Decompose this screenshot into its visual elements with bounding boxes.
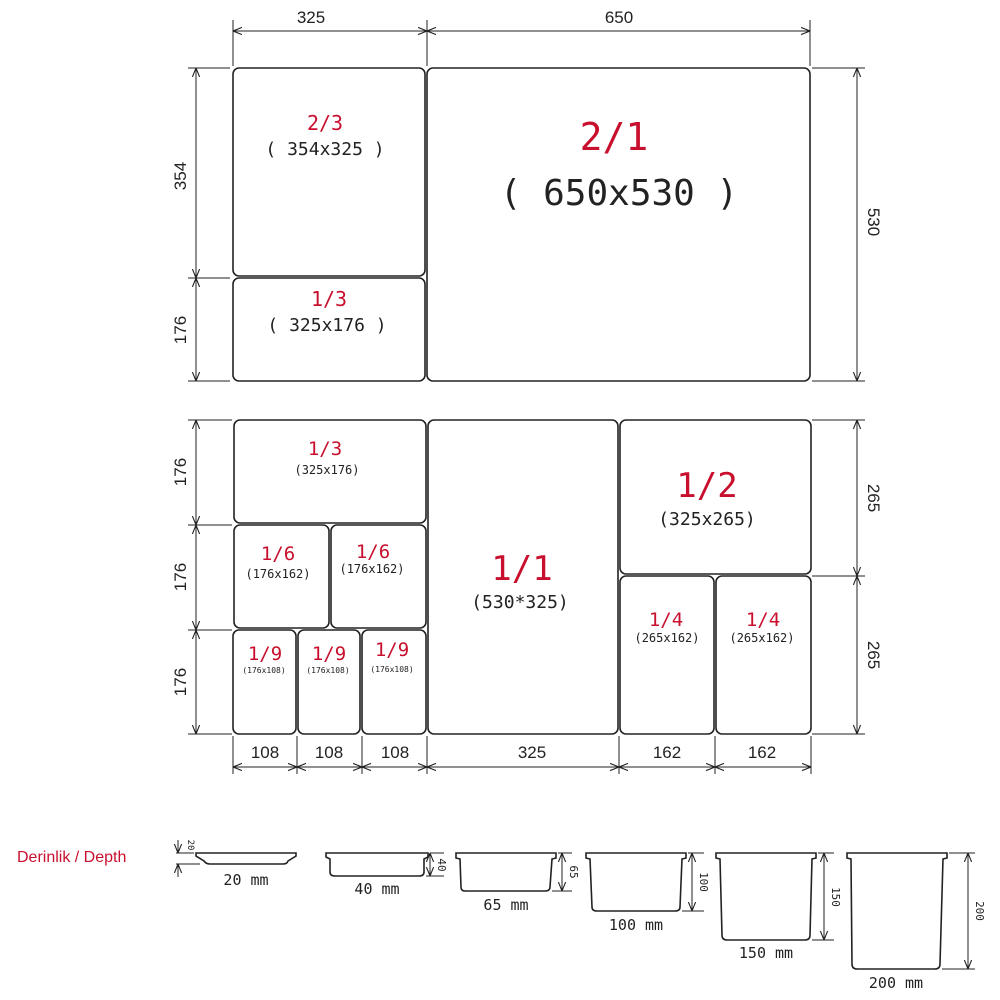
pan-size: (176x108) <box>306 666 349 675</box>
dim-label-top-right: 650 <box>605 8 633 27</box>
depth-label: 150 mm <box>739 944 793 962</box>
depth-height: 65 <box>567 865 580 878</box>
dim-label-left-2: 176 <box>171 563 190 591</box>
depth-label: 65 mm <box>483 896 528 914</box>
dim-label-left-lower: 176 <box>171 316 190 344</box>
pan-fraction: 1/3 <box>308 438 342 460</box>
pan-fraction: 1/6 <box>356 541 390 563</box>
pan-size: (530*325) <box>471 592 569 613</box>
pan-1-9 <box>232 629 297 735</box>
depth-label: 40 mm <box>354 880 399 898</box>
pan-fraction: 1/6 <box>261 543 295 565</box>
depth-height: 20 <box>185 840 195 851</box>
pan-profile <box>195 852 297 865</box>
dim-label-bottom-1: 108 <box>251 743 279 762</box>
pan-fraction: 1/4 <box>649 609 683 631</box>
pan-fraction: 1/2 <box>676 466 737 506</box>
pan-fraction: 1/9 <box>375 639 409 661</box>
dim-label-bottom-6: 162 <box>748 743 776 762</box>
dim-label-bottom-4: 325 <box>518 743 546 762</box>
depth-profile-150: 150 150 mm <box>715 852 842 962</box>
depth-profile-40: 40 40 mm <box>325 852 448 898</box>
pan-1-4 <box>619 575 715 735</box>
pan-1-4 <box>715 575 812 735</box>
depth-height: 100 <box>697 872 710 892</box>
depth-profile-20: 20 20 mm <box>176 840 297 889</box>
depth-profiles: 20 20 mm 40 40 mm 65 65 mm 100 <box>176 840 986 992</box>
dim-label-left-3: 176 <box>171 668 190 696</box>
pan-1-3 <box>232 277 426 382</box>
pan-size: (325x265) <box>658 509 756 530</box>
pan-size: (176x162) <box>245 567 310 581</box>
pan-size: (176x108) <box>370 665 413 674</box>
pan-2-3 <box>232 67 426 277</box>
pan-1-9 <box>361 629 427 735</box>
depth-profile-65: 65 65 mm <box>455 852 580 914</box>
pan-size: (265x162) <box>729 631 794 645</box>
dim-label-top-left: 325 <box>297 8 325 27</box>
depth-title: Derinlik / Depth <box>17 849 127 866</box>
dim-label-right-1: 265 <box>864 484 883 512</box>
dim-label-left-1: 176 <box>171 458 190 486</box>
pan-fraction: 1/9 <box>312 643 346 665</box>
dim-label-right-2: 265 <box>864 641 883 669</box>
depth-label: 100 mm <box>609 916 663 934</box>
pan-fraction: 1/3 <box>311 287 347 311</box>
depth-label: 20 mm <box>223 871 268 889</box>
pan-1-6 <box>233 524 330 629</box>
pan-size: ( 325x176 ) <box>267 315 386 336</box>
depth-height: 200 <box>973 901 986 921</box>
pan-size: ( 354x325 ) <box>265 139 384 160</box>
layout-a: 325 650 354 176 530 2/3 ( 354x325 ) 1/3 … <box>171 8 883 382</box>
pan-size: (265x162) <box>634 631 699 645</box>
pan-size: (325x176) <box>294 463 359 477</box>
dim-label-left-upper: 354 <box>171 162 190 190</box>
pan-profile <box>585 852 687 912</box>
depth-profile-200: 200 200 mm <box>846 852 986 992</box>
pan-1-2 <box>619 419 812 575</box>
pan-profile <box>715 852 817 941</box>
depth-height: 40 <box>435 858 448 871</box>
pan-2-1 <box>426 67 811 382</box>
pan-1-3 <box>233 419 427 524</box>
pan-1-9 <box>297 629 361 735</box>
pan-fraction: 1/4 <box>746 609 780 631</box>
pan-size: (176x108) <box>242 666 285 675</box>
pan-fraction: 2/3 <box>307 111 343 135</box>
pan-profile <box>846 852 948 970</box>
dim-label-right: 530 <box>864 208 883 236</box>
depth-label: 200 mm <box>869 974 923 992</box>
pan-fraction: 1/1 <box>491 549 552 589</box>
dim-label-bottom-2: 108 <box>315 743 343 762</box>
pan-size: ( 650x530 ) <box>500 173 738 214</box>
pan-profile <box>325 852 429 877</box>
pan-size: (176x162) <box>339 562 404 576</box>
depth-profile-100: 100 100 mm <box>585 852 710 934</box>
pan-1-6 <box>330 524 427 629</box>
pan-profile <box>455 852 557 892</box>
pan-1-1 <box>427 419 619 735</box>
dim-label-bottom-3: 108 <box>381 743 409 762</box>
pan-fraction: 2/1 <box>580 115 649 159</box>
layout-b: 176 176 176 265 265 108 108 108 325 162 … <box>171 419 883 774</box>
pan-fraction: 1/9 <box>248 643 282 665</box>
dim-label-bottom-5: 162 <box>653 743 681 762</box>
depth-height: 150 <box>829 887 842 907</box>
